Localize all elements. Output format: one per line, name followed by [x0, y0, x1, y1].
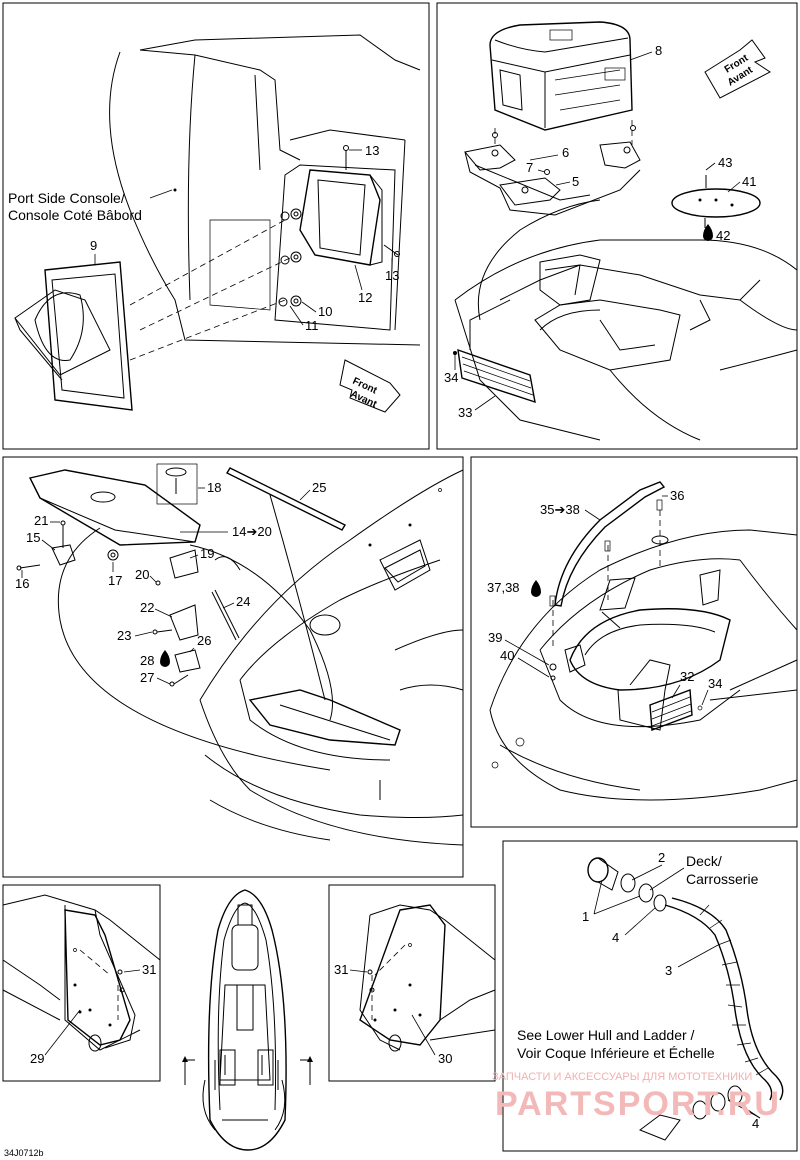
- callout-13b: 13: [385, 268, 399, 283]
- callout-1: 1: [582, 909, 589, 924]
- panel-frame-mid-right: [470, 456, 798, 828]
- callout-8: 8: [655, 43, 662, 58]
- callout-34-top: 34: [444, 370, 458, 385]
- panel-frame-top-right: [436, 2, 798, 450]
- callout-36: 36: [670, 488, 684, 503]
- callout-11: 11: [305, 318, 319, 333]
- right-side-panel-drawing: [359, 904, 496, 1052]
- deck-label-line1: Deck/: [686, 853, 722, 869]
- panel-frame-bottom-right: [502, 840, 798, 1152]
- panel-frame-top-left: [2, 2, 430, 450]
- callout-24: 24: [236, 594, 250, 609]
- callout-31-left: 31: [142, 962, 156, 977]
- bow-storage-drawing: [489, 481, 798, 801]
- drain-hose-drawing: [587, 857, 784, 1141]
- callout-17: 17: [108, 573, 122, 588]
- craft-top-view-drawing: [182, 889, 313, 1151]
- callout-28: 28: [140, 653, 154, 668]
- panel-frame-bottom-middle: [328, 884, 496, 1082]
- console-label-line2: Console Coté Bâbord: [8, 207, 142, 223]
- figure-id: 34J0712b: [4, 1148, 44, 1158]
- callout-12: 12: [358, 290, 372, 305]
- callout-22: 22: [140, 600, 154, 615]
- callout-40: 40: [500, 648, 514, 663]
- callout-10: 10: [318, 304, 332, 319]
- hull-label-line2: Voir Coque Inférieure et Échelle: [517, 1045, 715, 1061]
- callout-21: 21: [34, 513, 48, 528]
- cooler-and-footwell-drawing: [454, 21, 798, 441]
- callout-30: 30: [438, 1051, 452, 1066]
- left-side-panel-drawing: [2, 894, 161, 1052]
- glovebox-lid-drawing: [16, 463, 464, 846]
- callout-33: 33: [458, 405, 472, 420]
- port-side-console-drawing: [14, 34, 421, 413]
- callout-23: 23: [117, 628, 131, 643]
- callout-13a: 13: [365, 143, 379, 158]
- callout-18: 18: [207, 480, 221, 495]
- panel-frame-bottom-left: [2, 884, 161, 1082]
- callout-29: 29: [30, 1051, 44, 1066]
- callout-5: 5: [572, 174, 579, 189]
- callout-43: 43: [718, 155, 732, 170]
- callout-27: 27: [140, 670, 154, 685]
- callout-9: 9: [90, 238, 97, 253]
- callout-32: 32: [680, 669, 694, 684]
- callout-15: 15: [26, 530, 40, 545]
- deck-label-line2: Carrosserie: [686, 871, 759, 887]
- callout-4-top: 4: [612, 930, 619, 945]
- callout-6: 6: [562, 145, 569, 160]
- callout-31-right: 31: [334, 962, 348, 977]
- callout-7: 7: [526, 160, 533, 175]
- callout-20: 20: [135, 567, 149, 582]
- console-label-line1: Port Side Console/: [8, 190, 125, 206]
- callout-25: 25: [312, 480, 326, 495]
- callout-14-20: 14➔20: [232, 524, 272, 539]
- callout-26: 26: [197, 633, 211, 648]
- watermark-line2: PARTSPORT.RU: [495, 1085, 781, 1123]
- callout-34-mid: 34: [708, 676, 722, 691]
- callout-42: 42: [716, 228, 730, 243]
- callout-39: 39: [488, 630, 502, 645]
- callout-2: 2: [658, 850, 665, 865]
- callout-3: 3: [665, 963, 672, 978]
- callout-35-38: 35➔38: [540, 502, 580, 517]
- panel-frame-mid-left: [2, 456, 464, 878]
- callout-16: 16: [15, 576, 29, 591]
- watermark-line1: ЗАПЧАСТИ И АКСЕССУАРЫ ДЛЯ МОТОТЕХНИКИ: [492, 1071, 752, 1083]
- callout-37-38: 37,38: [487, 580, 520, 595]
- callout-41: 41: [742, 174, 756, 189]
- callout-19: 19: [200, 546, 214, 561]
- callout-4-bottom: 4: [752, 1116, 759, 1131]
- hull-label-line1: See Lower Hull and Ladder /: [517, 1027, 695, 1043]
